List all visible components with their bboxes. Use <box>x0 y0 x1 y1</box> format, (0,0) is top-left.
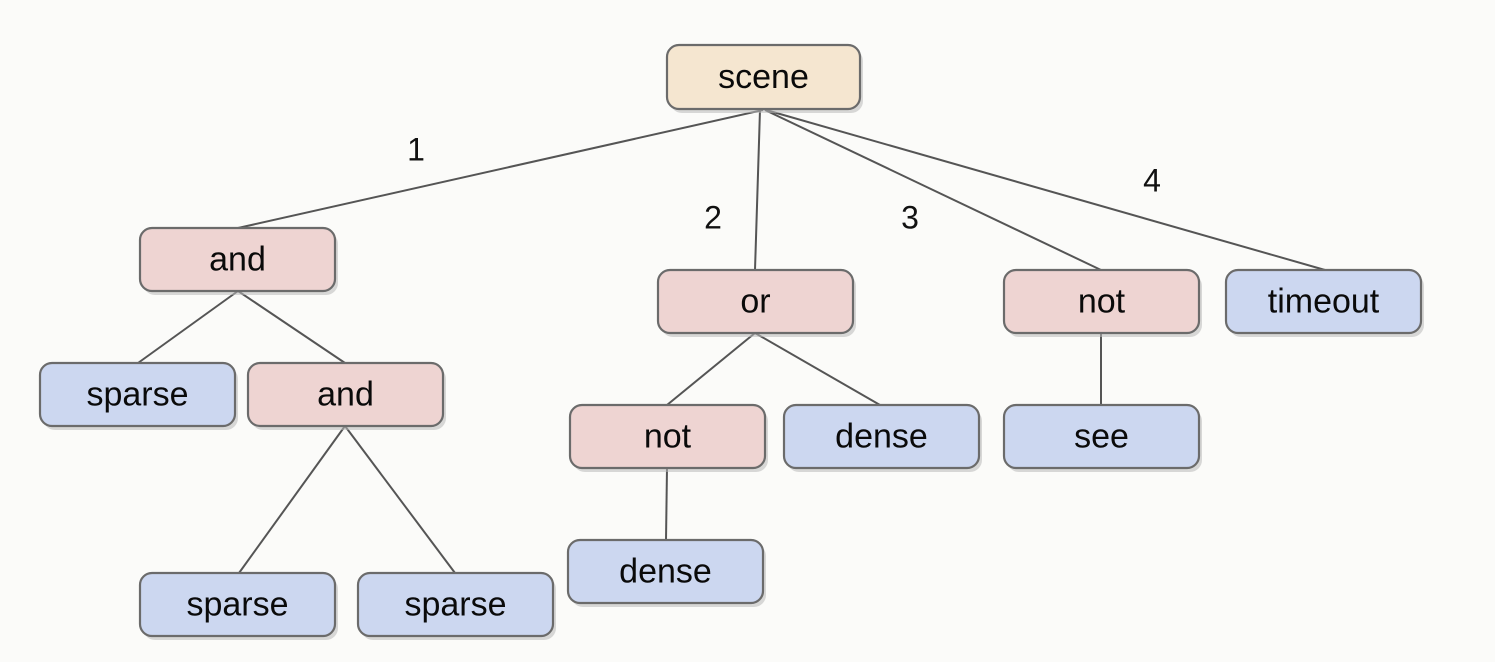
edge-scene-to-not1 <box>764 109 1102 271</box>
node-box-not2[interactable] <box>568 403 767 470</box>
node-label-or1: or <box>740 282 770 320</box>
node-dense2[interactable]: dense <box>566 538 766 607</box>
edge-label-3: 3 <box>901 199 919 235</box>
node-box-and2[interactable] <box>246 361 445 428</box>
node-sparse3[interactable]: sparse <box>356 571 556 640</box>
node-box-see[interactable] <box>1002 403 1201 470</box>
edge-label-2: 2 <box>704 199 722 235</box>
node-label-sparse3: sparse <box>404 585 506 623</box>
node-label-and2: and <box>317 375 374 413</box>
node-label-see: see <box>1074 417 1129 455</box>
edge-and2-to-sparse3 <box>344 425 456 574</box>
edge-scene-to-timeout <box>765 109 1326 271</box>
node-box-sparse3[interactable] <box>356 571 555 638</box>
nodes-layer: scene and or not timeout sparse and not dense see… <box>38 43 1424 640</box>
node-scene[interactable]: scene <box>665 43 863 113</box>
edge-label-1: 1 <box>407 131 425 167</box>
edges-layer <box>137 109 1326 574</box>
edge-and2-to-sparse2 <box>238 425 346 574</box>
edge-or1-to-dense1 <box>754 332 881 406</box>
node-box-scene[interactable] <box>665 43 862 111</box>
edge-scene-to-and1 <box>237 109 764 229</box>
node-label-dense2: dense <box>619 552 712 590</box>
node-box-dense1[interactable] <box>782 403 981 470</box>
node-label-scene: scene <box>718 58 809 96</box>
node-not2[interactable]: not <box>568 403 768 472</box>
node-box-sparse1[interactable] <box>38 361 237 428</box>
node-box-or1[interactable] <box>656 268 855 335</box>
node-timeout[interactable]: timeout <box>1224 268 1424 337</box>
node-box-timeout[interactable] <box>1224 268 1423 335</box>
node-dense1[interactable]: dense <box>782 403 982 472</box>
node-box-not1[interactable] <box>1002 268 1201 335</box>
edge-scene-to-or1 <box>754 109 761 271</box>
node-label-dense1: dense <box>835 417 928 455</box>
edge-and1-to-and2 <box>237 290 346 364</box>
node-or1[interactable]: or <box>656 268 856 337</box>
node-sparse1[interactable]: sparse <box>38 361 238 430</box>
node-label-sparse2: sparse <box>186 585 288 623</box>
node-and2[interactable]: and <box>246 361 446 430</box>
edge-not2-to-dense2 <box>665 467 668 541</box>
node-see[interactable]: see <box>1002 403 1202 472</box>
node-box-dense2[interactable] <box>566 538 765 605</box>
edge-and1-to-sparse1 <box>137 290 239 364</box>
node-box-and1[interactable] <box>138 226 337 293</box>
node-box-sparse2[interactable] <box>138 571 337 638</box>
edge-labels-layer: 1 2 3 4 <box>407 131 1161 235</box>
node-label-sparse1: sparse <box>86 375 188 413</box>
node-label-timeout: timeout <box>1268 282 1380 320</box>
node-and1[interactable]: and <box>138 226 338 295</box>
node-label-not2: not <box>644 417 692 455</box>
edge-or1-to-not2 <box>666 332 756 406</box>
node-label-not1: not <box>1078 282 1126 320</box>
node-sparse2[interactable]: sparse <box>138 571 338 640</box>
node-not1[interactable]: not <box>1002 268 1202 337</box>
edge-label-4: 4 <box>1143 162 1161 198</box>
node-label-and1: and <box>209 240 266 278</box>
